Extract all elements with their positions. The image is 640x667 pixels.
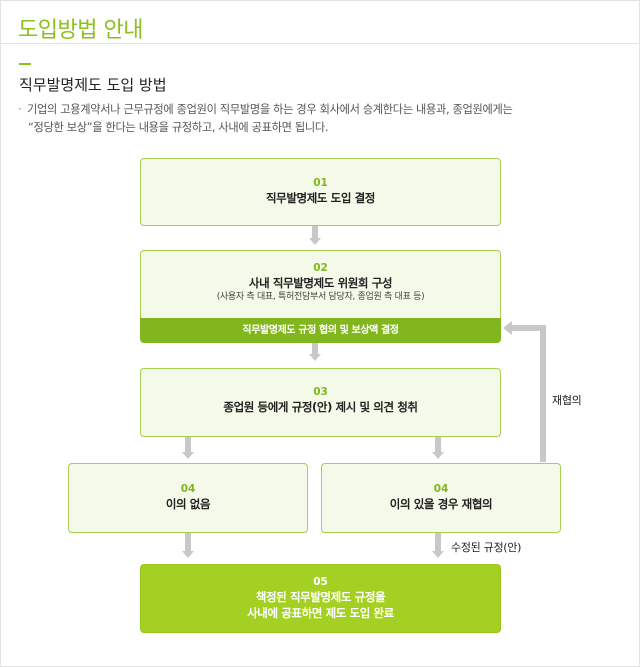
section-description: 기업의 고용계약서나 근무규정에 종업원이 직무발명을 하는 경우 회사에서 승… [18, 101, 628, 137]
step-01-label: 직무발명제도 도입 결정 [265, 191, 375, 205]
step-05-number: 05 [313, 576, 328, 588]
arrow-shaft-3-4a [185, 437, 191, 452]
step-05-label-line-2: 사내에 공표하면 제도 도입 완료 [247, 606, 394, 620]
step-04a-number: 04 [180, 483, 196, 495]
step-02-box: 02 사내 직무발명제도 위원회 구성 (사용자 측 대표, 특허전담부서 담당… [140, 250, 501, 322]
step-04b-number: 04 [433, 483, 449, 495]
step-02-band: 직무발명제도 규정 협의 및 보상액 결정 [140, 318, 501, 343]
edge-label-revised-rules: 수정된 규정(안) [451, 541, 522, 554]
step-02-number: 02 [313, 262, 328, 274]
title-divider [0, 43, 638, 44]
arrowhead-4b-5 [432, 551, 444, 558]
arrowhead-1-2 [309, 238, 321, 245]
edge-label-rediscuss: 재협의 [552, 394, 582, 407]
step-02-sublabel: (사용자 측 대표, 특허전담부서 담당자, 종업원 측 대표 등) [216, 292, 425, 302]
arrow-shaft-3-4b [435, 437, 441, 452]
feedback-loop-line [512, 325, 546, 462]
arrowhead-2-3 [309, 354, 321, 361]
arrow-shaft-4a-5 [185, 533, 191, 551]
step-04b-label: 이의 있을 경우 재협의 [389, 497, 493, 511]
step-05-label-line-1: 책정된 직무발명제도 규정을 [255, 590, 386, 604]
section-accent-bar [19, 63, 31, 65]
step-03-label: 종업원 등에게 규정(안) 제시 및 의견 청취 [223, 400, 418, 414]
description-line-2: “정당한 보상”을 한다는 내용을 규정하고, 사내에 공표하면 됩니다. [28, 121, 329, 134]
step-01-number: 01 [313, 177, 328, 189]
arrow-shaft-2-3 [312, 343, 318, 354]
step-04-objection-box: 04 이의 있을 경우 재협의 [321, 463, 561, 533]
arrow-shaft-4b-5 [435, 533, 441, 551]
arrow-shaft-1-2 [312, 226, 318, 238]
step-03-box: 03 종업원 등에게 규정(안) 제시 및 의견 청취 [140, 368, 501, 437]
arrowhead-4a-5 [182, 551, 194, 558]
page-title: 도입방법 안내 [18, 18, 143, 43]
feedback-arrowhead [503, 321, 512, 335]
section-title: 직무발명제도 도입 방법 [19, 76, 167, 94]
step-02-label: 사내 직무발명제도 위원회 구성 [248, 276, 393, 290]
step-03-number: 03 [313, 386, 328, 398]
step-04-no-objection-box: 04 이의 없음 [68, 463, 308, 533]
description-line-1: 기업의 고용계약서나 근무규정에 종업원이 직무발명을 하는 경우 회사에서 승… [18, 101, 628, 119]
arrowhead-3-4a [182, 452, 194, 459]
arrowhead-3-4b [432, 452, 444, 459]
step-04a-label: 이의 없음 [165, 497, 211, 511]
step-05-box: 05 책정된 직무발명제도 규정을 사내에 공표하면 제도 도입 완료 [140, 564, 501, 633]
step-01-box: 01 직무발명제도 도입 결정 [140, 158, 501, 226]
